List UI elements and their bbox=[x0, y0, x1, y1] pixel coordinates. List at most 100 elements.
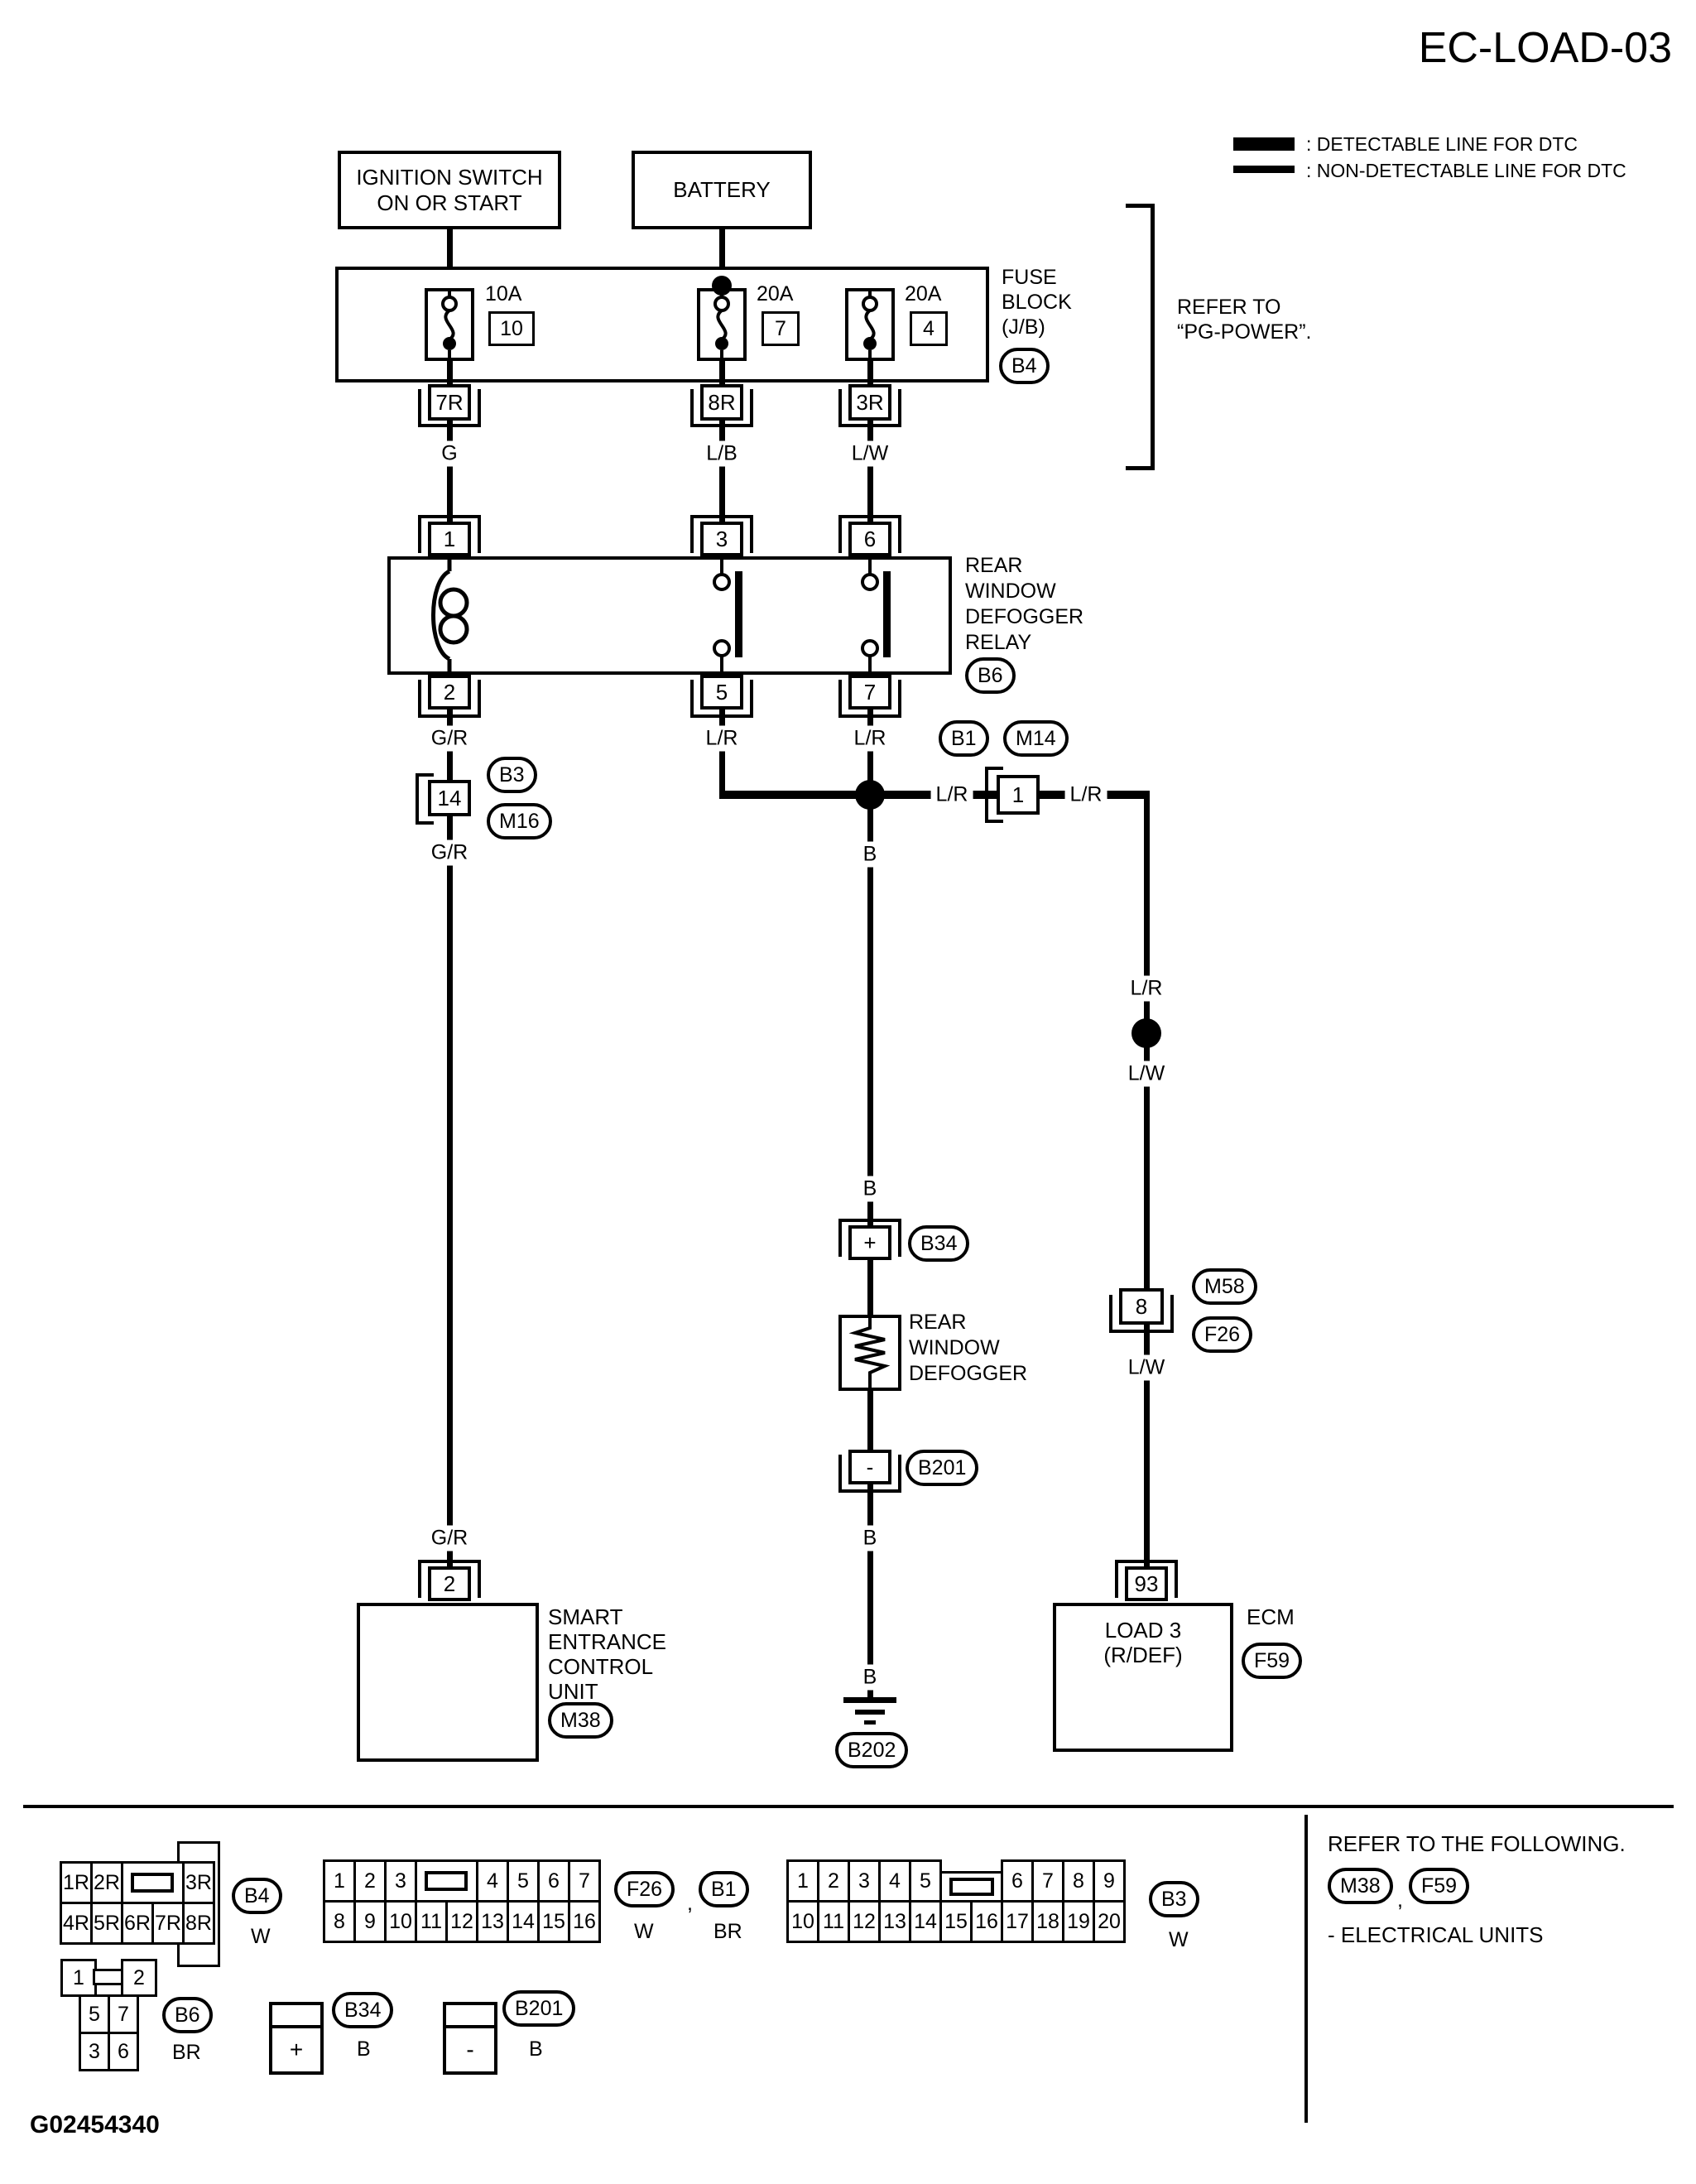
b6-cell: 1 bbox=[60, 1959, 97, 1997]
wire-label-lw-3: L/W bbox=[1122, 1354, 1170, 1381]
legend-detectable-label: : DETECTABLE LINE FOR DTC bbox=[1306, 133, 1578, 155]
wire-label-lr-3: L/R bbox=[930, 782, 973, 808]
relay-pin6: 6 bbox=[848, 522, 891, 556]
refer-bracket-bottom bbox=[1126, 466, 1152, 470]
wire-fuse2-out bbox=[719, 361, 725, 384]
connector-b34-oval: B34 bbox=[908, 1225, 970, 1262]
connector-14-bracket bbox=[416, 773, 434, 825]
wire-ignition-feed bbox=[447, 229, 453, 288]
b6-cell: 2 bbox=[121, 1959, 157, 1997]
relay-pin1-bracket bbox=[418, 515, 481, 553]
b4-view-oval: B4 bbox=[232, 1878, 282, 1914]
relay-pin5-bracket bbox=[690, 680, 753, 718]
b4-cell: 3R bbox=[182, 1861, 215, 1904]
defogger-label: REAR WINDOW DEFOGGER bbox=[909, 1311, 1028, 1385]
b3-view-color: W bbox=[1169, 1928, 1189, 1951]
secu-box bbox=[357, 1603, 539, 1762]
connector-f26-oval: F26 bbox=[1192, 1316, 1253, 1353]
relay-coil-icon bbox=[431, 560, 469, 671]
connector-14: 14 bbox=[428, 780, 471, 816]
fuse3-amps: 20A bbox=[905, 282, 942, 305]
b6-view-color: BR bbox=[172, 2041, 201, 2064]
fuse-20a-4-icon bbox=[862, 291, 878, 358]
f26-cell: 13 bbox=[476, 1900, 509, 1943]
pin-3r-bracket bbox=[838, 389, 901, 427]
b34-view-box bbox=[269, 2002, 324, 2075]
fuse-10a-icon bbox=[441, 291, 458, 358]
relay-pin2: 2 bbox=[428, 675, 471, 710]
b3-cell: 5 bbox=[909, 1859, 942, 1903]
defogger-resistor-icon bbox=[848, 1318, 891, 1388]
wire-label-b-4: B bbox=[858, 1664, 882, 1691]
legend-nondetectable-label: : NON-DETECTABLE LINE FOR DTC bbox=[1306, 160, 1626, 181]
footer-divider bbox=[1304, 1815, 1308, 2123]
b3-cell: 4 bbox=[878, 1859, 911, 1903]
fuse-20a-7-icon bbox=[713, 291, 730, 358]
junction-dot-battery bbox=[712, 276, 732, 296]
connector-1-bracket bbox=[985, 767, 1003, 823]
pin-7r: 7R bbox=[428, 384, 471, 421]
f26-cell: 15 bbox=[537, 1900, 570, 1943]
connector-8: 8 bbox=[1119, 1288, 1164, 1325]
relay-pin1: 1 bbox=[428, 522, 471, 556]
b4-view-color: W bbox=[251, 1925, 271, 1948]
b6-bridge bbox=[93, 1969, 124, 1985]
b6-cell: 6 bbox=[108, 2032, 139, 2071]
defogger-minus-pin: - bbox=[848, 1450, 891, 1484]
connector-m58-oval: M58 bbox=[1192, 1268, 1257, 1305]
wire-label-gr-2: G/R bbox=[425, 839, 473, 866]
relay-contact-3-5-icon bbox=[713, 560, 742, 671]
b3-cell: 9 bbox=[1093, 1859, 1126, 1903]
refer-pg-power-note: REFER TO “PG-POWER”. bbox=[1177, 296, 1312, 344]
b3-cell: 15 bbox=[939, 1900, 973, 1943]
wire-label-lr-1: L/R bbox=[700, 725, 743, 752]
doc-id: G02454340 bbox=[30, 2111, 160, 2138]
b3-cell: 16 bbox=[970, 1900, 1003, 1943]
wire-label-lw: L/W bbox=[846, 440, 894, 467]
wire-g bbox=[447, 421, 453, 522]
f26-cell: 3 bbox=[384, 1859, 417, 1903]
fuse1-amps: 10A bbox=[485, 282, 522, 305]
ecm-label: ECM bbox=[1247, 1604, 1295, 1629]
b1-view-oval: B1 bbox=[699, 1871, 749, 1907]
relay-pin6-bracket bbox=[838, 515, 901, 553]
connector-b202-oval: B202 bbox=[835, 1732, 909, 1768]
relay-pin2-bracket bbox=[418, 680, 481, 718]
b3-cell: 19 bbox=[1062, 1900, 1095, 1943]
page-title: EC-LOAD-03 bbox=[1418, 24, 1672, 72]
pin-8r: 8R bbox=[700, 384, 743, 421]
b3-cell: 14 bbox=[909, 1900, 942, 1943]
pin-3r: 3R bbox=[848, 384, 891, 421]
refer-bracket-top bbox=[1126, 204, 1152, 208]
b3-cell: 17 bbox=[1001, 1900, 1034, 1943]
relay-connector-oval: B6 bbox=[965, 657, 1016, 694]
connector-b1-oval: B1 bbox=[939, 720, 989, 757]
f26-cell: 4 bbox=[476, 1859, 509, 1903]
b3-cell: 13 bbox=[878, 1900, 911, 1943]
secu-label: SMART ENTRANCE CONTROL UNIT bbox=[548, 1604, 667, 1704]
b3-cell: 3 bbox=[848, 1859, 881, 1903]
b4-cell: 8R bbox=[182, 1902, 215, 1945]
connector-b3-oval: B3 bbox=[487, 757, 537, 793]
fuse1-number: 10 bbox=[488, 311, 535, 346]
b201-view-oval: B201 bbox=[502, 1990, 576, 2027]
relay-box bbox=[387, 556, 952, 675]
relay-pin7-bracket bbox=[838, 680, 901, 718]
ignition-switch-box: IGNITION SWITCH ON OR START bbox=[338, 151, 561, 229]
ground-bar-3 bbox=[864, 1720, 876, 1725]
connector-m14-oval: M14 bbox=[1003, 720, 1069, 757]
b34-view-pin: + bbox=[289, 2037, 304, 2062]
footer-comma-1: , bbox=[687, 1892, 693, 1915]
b3-key bbox=[949, 1878, 994, 1896]
ecm-box bbox=[1053, 1603, 1233, 1752]
relay-pin5: 5 bbox=[700, 675, 743, 710]
refer-bracket bbox=[1151, 204, 1155, 470]
footer-refer-text: REFER TO THE FOLLOWING. bbox=[1328, 1831, 1626, 1856]
b1-view-color: BR bbox=[713, 1920, 742, 1943]
b3-cell: 8 bbox=[1062, 1859, 1095, 1903]
b3-cell: 11 bbox=[817, 1900, 850, 1943]
wire-lb bbox=[719, 421, 725, 522]
b4-cell: 1R bbox=[60, 1861, 93, 1904]
f26-cell: 2 bbox=[353, 1859, 387, 1903]
b4-cell: 2R bbox=[90, 1861, 123, 1904]
